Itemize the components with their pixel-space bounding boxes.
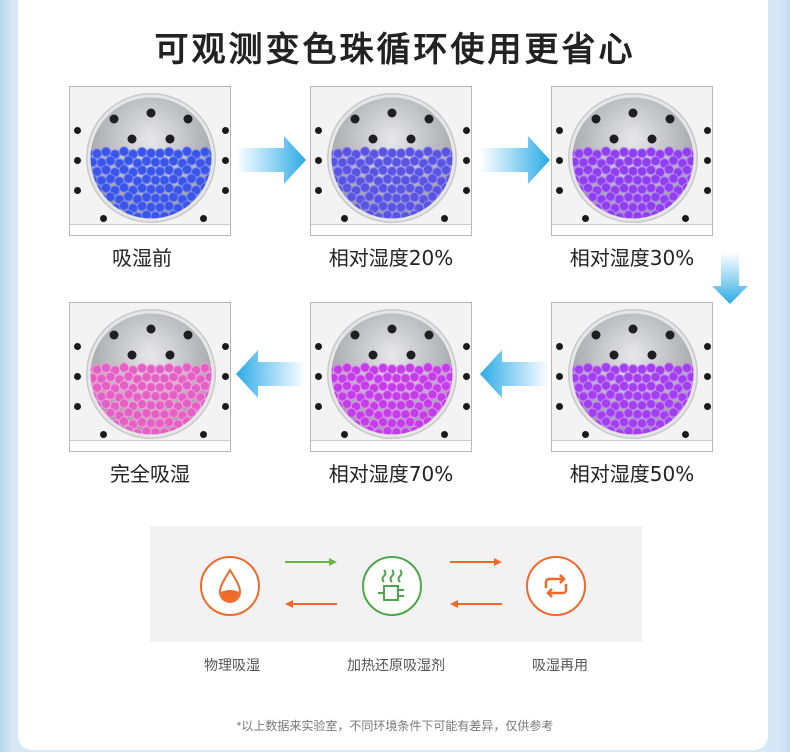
plate-hole bbox=[441, 215, 448, 222]
plate-hole bbox=[315, 373, 322, 380]
plate-hole bbox=[463, 157, 470, 164]
plate-hole bbox=[582, 431, 589, 438]
cycle-label: 吸湿再用 bbox=[532, 657, 588, 673]
plate-hole bbox=[74, 187, 81, 194]
plate-hole bbox=[100, 431, 107, 438]
plate-hole bbox=[556, 187, 563, 194]
stage-caption: 完全吸湿 bbox=[110, 462, 190, 486]
plate-lip bbox=[70, 224, 230, 235]
bead-window bbox=[327, 93, 457, 223]
stage-caption: 相对湿度50% bbox=[569, 462, 695, 486]
plate-hole bbox=[74, 343, 81, 350]
plate-hole bbox=[74, 403, 81, 410]
plate-hole bbox=[556, 127, 563, 134]
plate-hole bbox=[315, 157, 322, 164]
forward-arrow-icon bbox=[285, 558, 337, 566]
plate-hole bbox=[74, 373, 81, 380]
plate-hole bbox=[222, 187, 229, 194]
plate-hole bbox=[315, 403, 322, 410]
plate-hole bbox=[200, 215, 207, 222]
plate-hole bbox=[74, 127, 81, 134]
footnote: *以上数据来实验室，不同环境条件下可能有差异，仅供参考 bbox=[236, 719, 554, 733]
stage-tile bbox=[551, 86, 713, 236]
page-title: 可观测变色珠循环使用更省心 bbox=[154, 30, 636, 70]
stage-caption: 相对湿度20% bbox=[328, 246, 454, 270]
plate-hole bbox=[341, 431, 348, 438]
plate-hole bbox=[704, 343, 711, 350]
water-drop-icon bbox=[200, 556, 260, 616]
plate-hole bbox=[704, 157, 711, 164]
back-arrow-icon bbox=[285, 600, 337, 608]
stage-tile bbox=[551, 302, 713, 452]
plate-lip bbox=[311, 440, 471, 451]
right-arrow-icon bbox=[480, 136, 550, 184]
plate-hole bbox=[463, 127, 470, 134]
plate-hole bbox=[704, 187, 711, 194]
bead-window bbox=[568, 309, 698, 439]
heating-plug-icon bbox=[362, 556, 422, 616]
stage-tile bbox=[310, 86, 472, 236]
stage-tile bbox=[310, 302, 472, 452]
plate-hole bbox=[222, 403, 229, 410]
recycle-icon bbox=[526, 556, 586, 616]
bead-window bbox=[86, 93, 216, 223]
plate-hole bbox=[582, 215, 589, 222]
plate-hole bbox=[222, 127, 229, 134]
plate-hole bbox=[463, 343, 470, 350]
plate-hole bbox=[682, 431, 689, 438]
plate-hole bbox=[222, 373, 229, 380]
plate-lip bbox=[552, 224, 712, 235]
plate-hole bbox=[200, 431, 207, 438]
plate-hole bbox=[463, 403, 470, 410]
stage-caption: 吸湿前 bbox=[112, 246, 172, 270]
plate-hole bbox=[556, 343, 563, 350]
plate-hole bbox=[222, 157, 229, 164]
plate-lip bbox=[70, 440, 230, 451]
plate-lip bbox=[311, 224, 471, 235]
back-arrow-icon bbox=[450, 600, 502, 608]
plate-hole bbox=[315, 343, 322, 350]
plate-hole bbox=[704, 403, 711, 410]
stage-tile bbox=[69, 302, 231, 452]
cycle-label: 物理吸湿 bbox=[204, 657, 260, 673]
bead-window bbox=[86, 309, 216, 439]
plate-hole bbox=[704, 127, 711, 134]
plate-hole bbox=[441, 431, 448, 438]
plate-hole bbox=[315, 187, 322, 194]
left-arrow-icon bbox=[236, 350, 306, 398]
plate-hole bbox=[100, 215, 107, 222]
plate-hole bbox=[463, 373, 470, 380]
plate-hole bbox=[463, 187, 470, 194]
left-arrow-icon bbox=[480, 350, 550, 398]
forward-arrow-icon bbox=[450, 558, 502, 566]
plate-hole bbox=[556, 157, 563, 164]
plate-hole bbox=[315, 127, 322, 134]
plate-hole bbox=[74, 157, 81, 164]
stage-caption: 相对湿度30% bbox=[569, 246, 695, 270]
plate-hole bbox=[556, 403, 563, 410]
bead-window bbox=[568, 93, 698, 223]
plate-hole bbox=[704, 373, 711, 380]
plate-hole bbox=[682, 215, 689, 222]
plate-hole bbox=[556, 373, 563, 380]
plate-hole bbox=[222, 343, 229, 350]
plate-hole bbox=[341, 215, 348, 222]
stage-caption: 相对湿度70% bbox=[328, 462, 454, 486]
stage-tile bbox=[69, 86, 231, 236]
right-arrow-icon bbox=[236, 136, 306, 184]
down-arrow-icon bbox=[712, 252, 748, 304]
cycle-label: 加热还原吸湿剂 bbox=[347, 657, 445, 673]
bead-window bbox=[327, 309, 457, 439]
plate-lip bbox=[552, 440, 712, 451]
